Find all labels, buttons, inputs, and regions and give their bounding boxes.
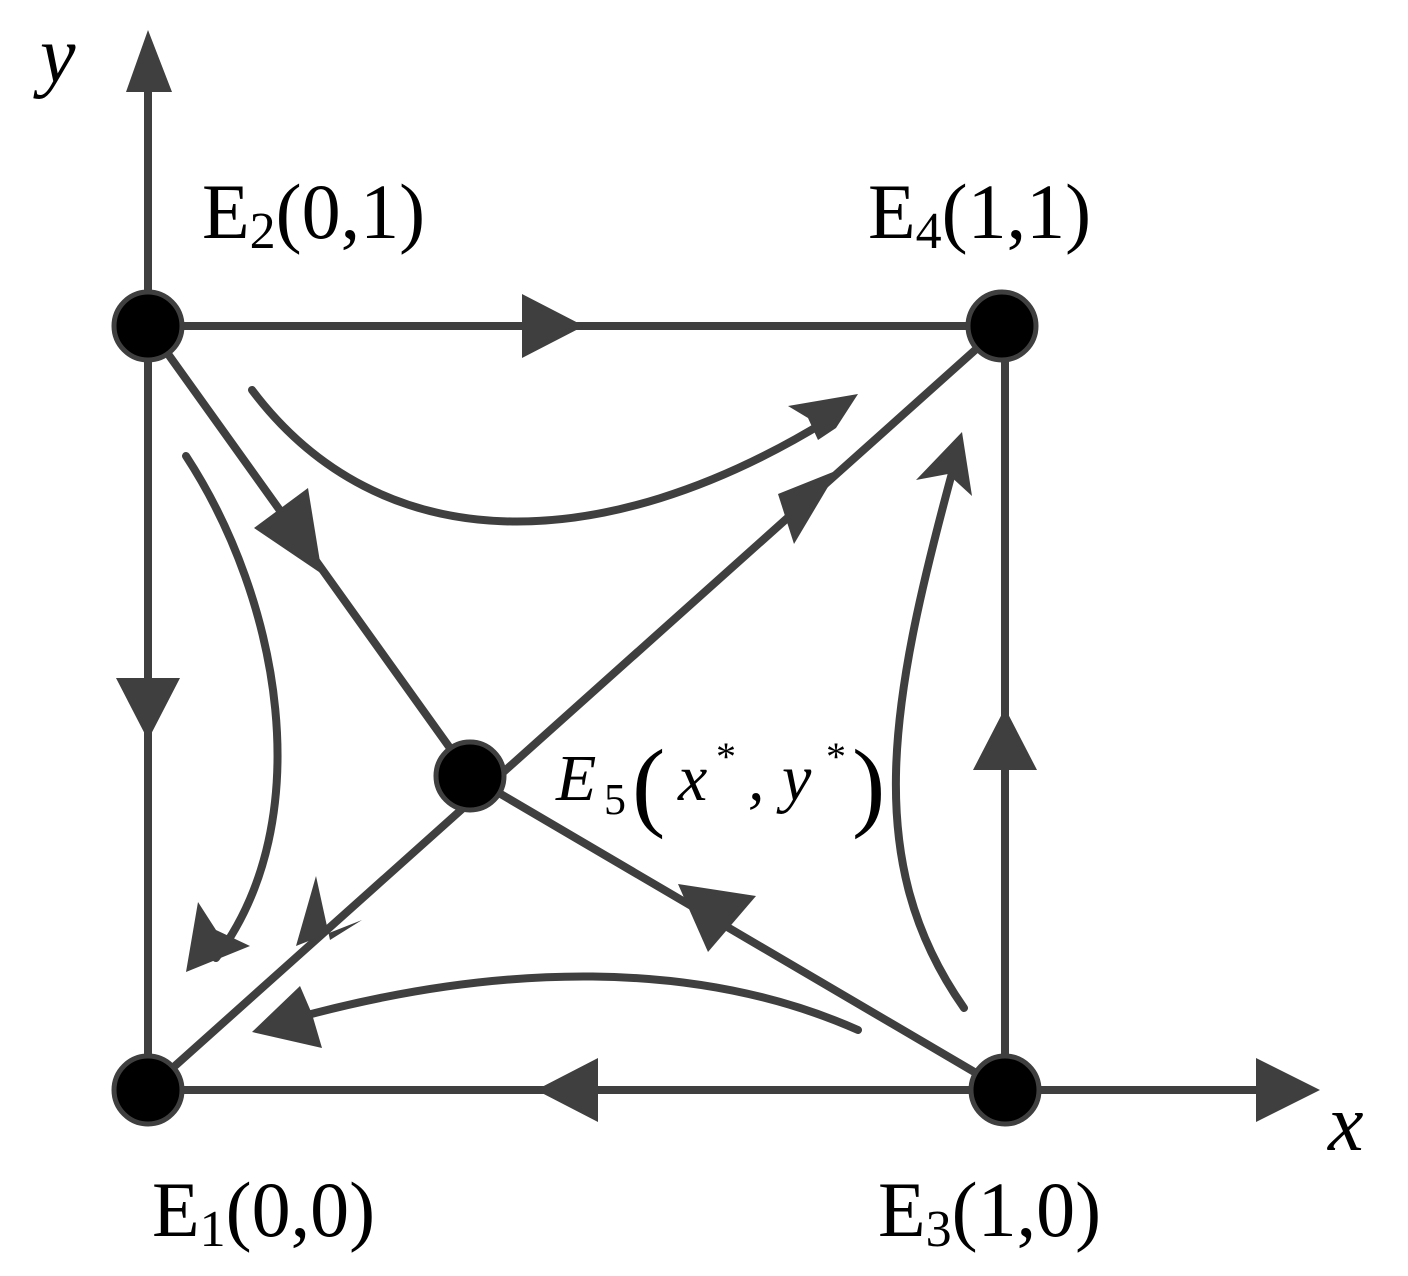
separatrix-e3-e5: [466, 772, 1009, 1094]
trajectory-bottom: [252, 972, 862, 1048]
node-e3: [968, 1053, 1042, 1127]
svg-text:y: y: [776, 742, 812, 815]
label-e3: E3(1,0): [878, 1166, 1101, 1258]
label-e5: E 5 ( x * , y * ): [555, 729, 885, 840]
trajectory-left: [182, 452, 282, 972]
svg-text:(: (: [632, 729, 665, 840]
svg-text:): ): [852, 729, 885, 840]
svg-text:*: *: [716, 734, 736, 779]
diagonal-e1-e4: [144, 322, 1006, 1094]
top-edge-arrow: [144, 294, 1006, 358]
y-axis-label: y: [33, 12, 76, 100]
left-edge-arrow: [116, 678, 180, 740]
label-e1: E1(0,0): [152, 1166, 375, 1258]
y-axis: [126, 30, 172, 1094]
trajectory-top: [248, 386, 858, 526]
x-axis: [144, 1058, 1320, 1122]
svg-text:*: *: [826, 734, 846, 779]
node-e1: [111, 1053, 185, 1127]
trajectory-right: [891, 432, 972, 1012]
bottom-edge-arrow: [536, 1058, 598, 1122]
separatrix-e2-e5: [144, 322, 474, 780]
label-e2: E2(0,1): [202, 168, 425, 260]
svg-text:E: E: [555, 742, 596, 815]
node-e4: [965, 289, 1039, 363]
right-edge-arrow: [973, 322, 1037, 1094]
label-e4: E4(1,1): [868, 168, 1091, 260]
node-e2: [111, 289, 185, 363]
svg-text:x: x: [677, 742, 707, 815]
node-e5: [433, 739, 507, 813]
svg-text:,: ,: [748, 742, 765, 815]
svg-text:5: 5: [604, 775, 626, 824]
x-axis-label: x: [1327, 1080, 1364, 1168]
